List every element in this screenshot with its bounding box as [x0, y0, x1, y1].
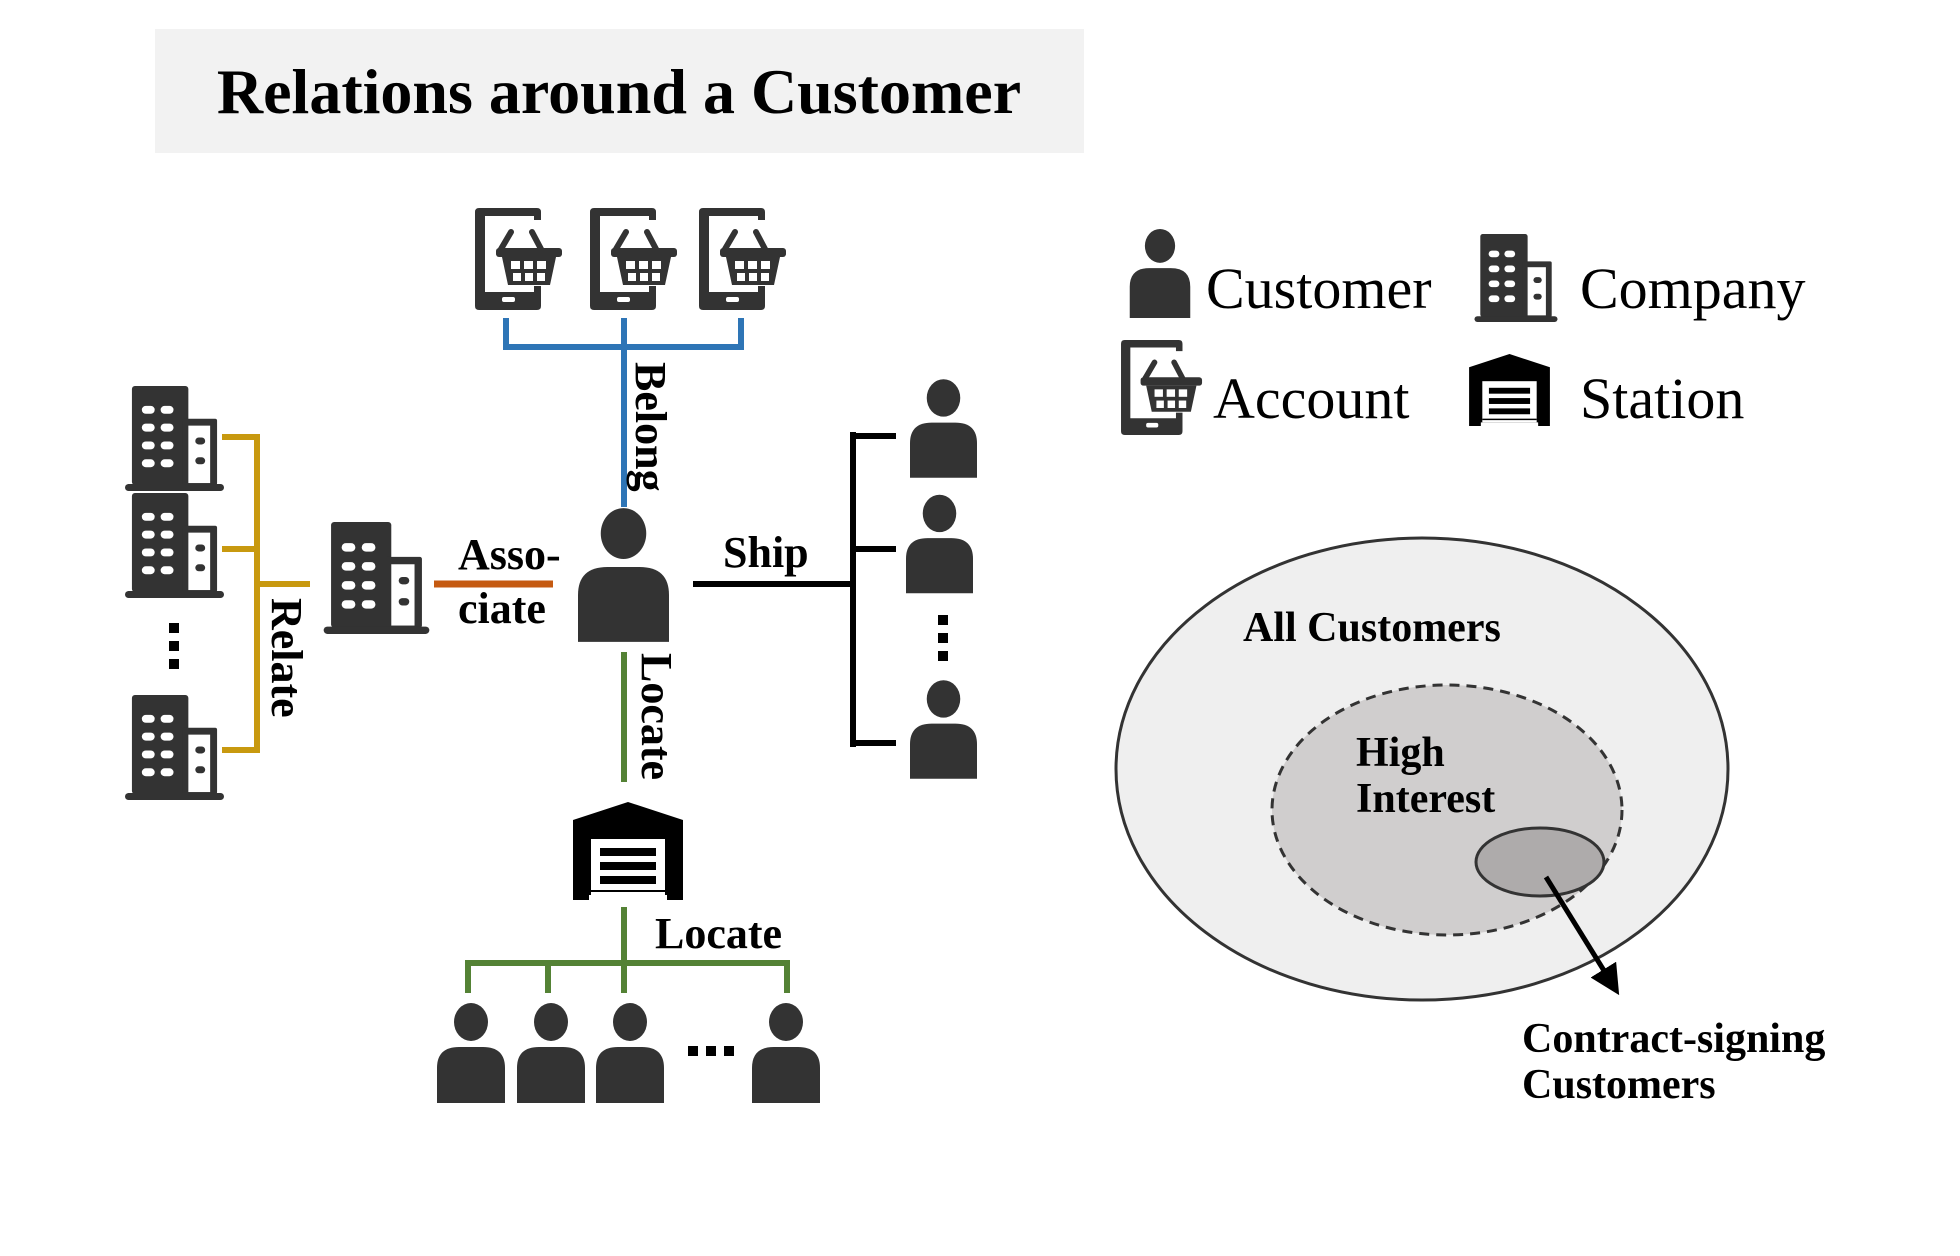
related-company-icon — [125, 493, 224, 598]
horizontal-ellipsis-icon — [688, 1046, 734, 1056]
relate-label: Relate — [262, 598, 311, 718]
contract-signing-label-line1: Contract-signing — [1522, 1016, 1825, 1062]
title-box — [155, 29, 1084, 153]
shipped-customer-icon — [906, 494, 973, 594]
shipped-customer-icon — [910, 680, 977, 779]
located-customer-icon — [517, 1003, 585, 1103]
legend-label: Company — [1580, 256, 1806, 321]
related-company-icon — [125, 695, 224, 800]
locate-connector-lower — [465, 907, 790, 993]
page-title: Relations around a Customer — [217, 56, 1021, 127]
arrow-icon — [1543, 875, 1620, 996]
associate-label-line1: Asso- — [458, 530, 561, 579]
legend-label: Account — [1213, 366, 1410, 431]
legend: Customer Company Account Station — [1121, 229, 1806, 435]
locate-label-lower: Locate — [655, 909, 782, 958]
located-customer-icon — [596, 1003, 664, 1103]
legend-label: Station — [1580, 366, 1744, 431]
legend-label: Customer — [1206, 256, 1432, 321]
locate-label-upper: Locate — [632, 653, 681, 780]
warehouse-icon — [1469, 354, 1550, 426]
located-customer-icon — [437, 1003, 505, 1103]
located-customer-icon — [752, 1003, 820, 1103]
account-icon — [699, 208, 786, 310]
vertical-ellipsis-icon — [938, 615, 948, 661]
associated-company-icon — [323, 522, 430, 634]
belong-label: Belong — [626, 362, 675, 492]
related-company-icon — [125, 386, 224, 491]
central-customer-icon — [578, 508, 669, 642]
ship-connector — [693, 432, 896, 747]
vertical-ellipsis-icon — [169, 623, 179, 669]
shipped-customer-icon — [910, 379, 977, 478]
contract-signing-label-line2: Customers — [1522, 1062, 1716, 1108]
high-interest-label-line1: High — [1356, 730, 1445, 776]
high-interest-label-line2: Interest — [1356, 776, 1495, 822]
legend-item-account: Account — [1121, 340, 1410, 435]
building-icon — [1474, 234, 1558, 322]
belong-connector — [503, 318, 744, 507]
legend-item-station: Station — [1469, 354, 1744, 431]
account-icon — [475, 208, 562, 310]
tablet-basket-icon — [1121, 340, 1202, 435]
station-icon — [573, 802, 683, 900]
legend-item-customer: Customer — [1129, 229, 1432, 321]
person-icon — [1129, 229, 1191, 318]
account-icon — [590, 208, 677, 310]
relate-connector — [222, 434, 310, 753]
customer-funnel-venn: All Customers High Interest Contract-sig… — [1114, 536, 1825, 1108]
contract-signing-region — [1474, 826, 1606, 898]
ship-label: Ship — [723, 528, 809, 577]
all-customers-label: All Customers — [1243, 605, 1501, 651]
associate-label-line2: ciate — [458, 584, 546, 633]
legend-item-company: Company — [1474, 234, 1806, 322]
